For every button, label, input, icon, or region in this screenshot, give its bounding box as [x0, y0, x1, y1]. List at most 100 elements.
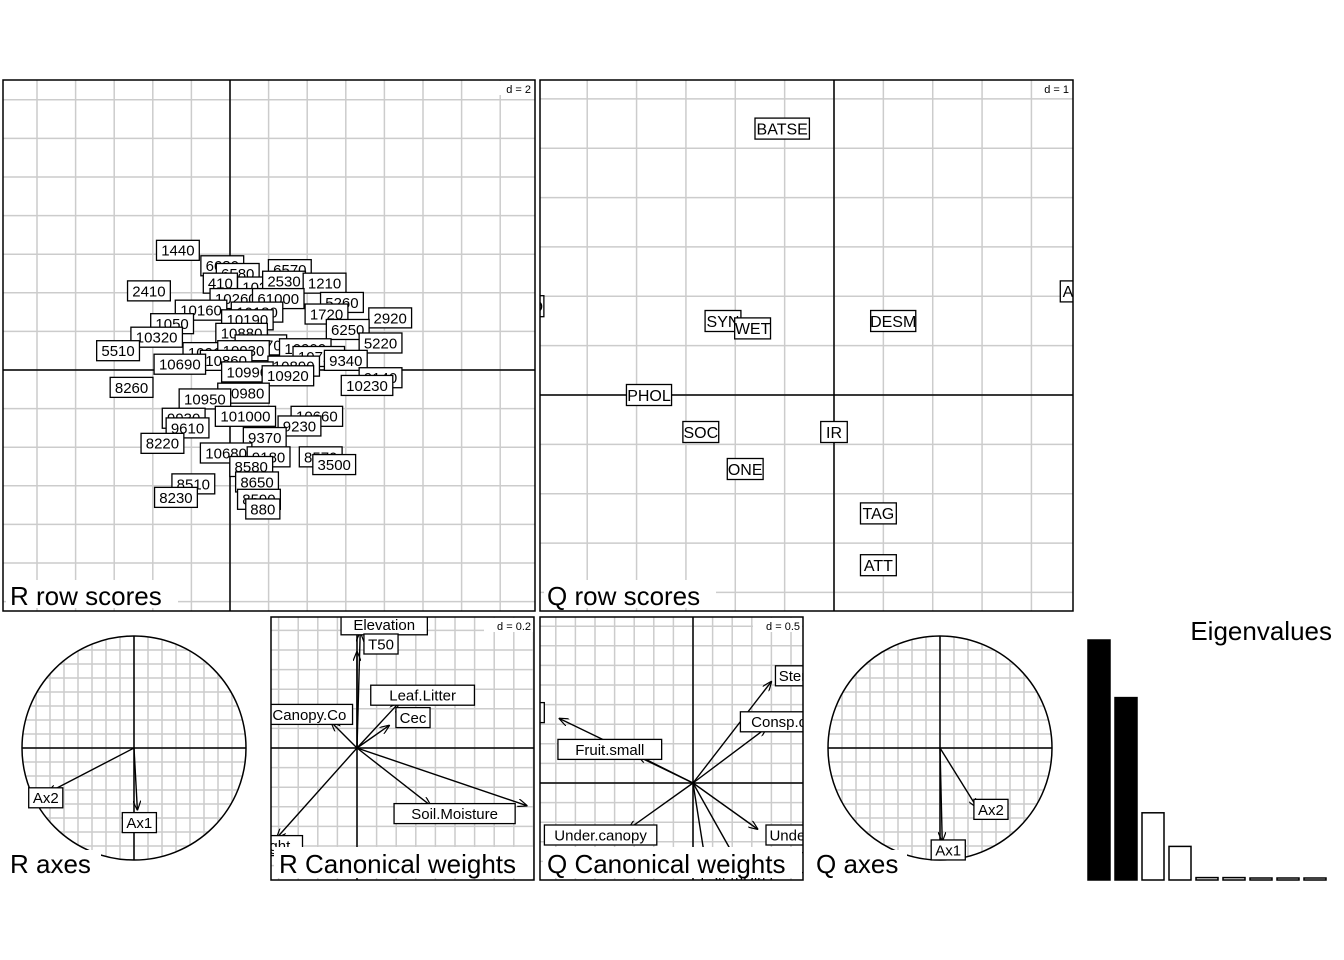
q-weight-label-Consp.conspi: Consp.conspi: [739, 711, 803, 733]
eigenvalue-bar-7: [1249, 877, 1273, 881]
r-weight-label-Cec: Cec: [395, 706, 431, 729]
eigenvalue-bar-3: [1141, 812, 1165, 881]
r-row-point-9340-box: [323, 349, 368, 372]
r-row-point-9370-text: 9370: [248, 430, 281, 447]
r-row-point-2920-box: [368, 307, 413, 329]
q-weight-label-.2: .2: [540, 701, 545, 724]
r-row-point-9230: 9230: [277, 415, 322, 437]
q-row-point-DESM-box: [869, 309, 917, 333]
q-row-point-AST-text: AST: [1063, 284, 1094, 301]
r-row-scores-frame: [2, 79, 536, 612]
r-row-point-10990: 10990: [220, 361, 274, 383]
r-weight-label-Soil.Moisture-text: Soil.Moisture: [411, 806, 498, 823]
q-row-point-PHOL-text: PHOL: [627, 388, 671, 405]
r-canonical-weights-grid: [271, 617, 534, 880]
r-row-point-3500-text: 3500: [318, 457, 351, 474]
q-row-point-DESM-text: DESM: [870, 314, 916, 331]
eigenvalue-bar-8: [1276, 877, 1300, 881]
q-weight-label-Under.canopy-text: Under.canopy: [554, 827, 647, 844]
q-weight-label-Fruit.small: Fruit.small: [557, 738, 663, 761]
r-weight-label-T50-box: [363, 633, 399, 655]
q-canonical-weights-title: Q Canonical weights: [547, 849, 785, 879]
r-row-point-10920-text: 10920: [267, 368, 309, 385]
q-row-point-PHOL-box: [625, 383, 673, 407]
q-row-point-ONE-text: ONE: [728, 462, 763, 479]
r-row-point-1440-text: 1440: [161, 243, 194, 260]
q-canonical-weights-frame: [539, 616, 804, 881]
r-canonical-weights-frame: [270, 616, 535, 881]
q-axes-label-Ax1-box: [930, 839, 966, 861]
r-row-scores-grid: [3, 80, 535, 611]
r-row-point-101000: 101000: [214, 405, 277, 427]
q-row-point-ONE-box: [726, 457, 764, 481]
r-row-scores-panel: 1440668065806570410102025301210241010260…: [2, 79, 536, 612]
q-row-point-TAG-text: TAG: [863, 506, 895, 523]
r-canonical-weights-panel: ElevationT50Leaf.LitterCecCanopy.CoSoil.…: [270, 616, 564, 881]
r-axes-label-Ax1-text: Ax1: [126, 815, 152, 832]
r-row-point-5220-box: [358, 332, 403, 354]
q-row-point-ATT-text: ATT: [864, 558, 893, 575]
q-axes-label-Ax1-text: Ax1: [935, 842, 961, 859]
q-weight-label-Unde-box: [765, 824, 803, 846]
r-row-point-2410-box: [126, 280, 171, 302]
r-row-point-6250-text: 6250: [331, 322, 364, 339]
r-row-point-8260: 8260: [109, 376, 154, 399]
r-row-scores-title: R row scores: [10, 581, 162, 611]
q-row-point-BATSE-text: BATSE: [757, 121, 808, 138]
eigenvalue-bar-9: [1303, 877, 1327, 881]
r-row-point-10320-box: [130, 326, 184, 348]
r-canonical-weights-vectors: ElevationT50Leaf.LitterCecCanopy.CoSoil.…: [271, 617, 564, 857]
r-weight-label-Leaf.Litter: Leaf.Litter: [370, 684, 476, 706]
eigenvalue-bar-5: [1195, 876, 1219, 881]
r-row-point-2410-text: 2410: [132, 283, 165, 300]
r-row-point-5510-box: [96, 340, 141, 362]
q-row-point-SOC-box: [682, 420, 720, 444]
r-row-point-2530-text: 2530: [267, 274, 300, 291]
r-row-point-8260-box: [109, 376, 154, 399]
r-axes-title-bg: [6, 850, 101, 878]
r-row-point-1210: 1210: [302, 272, 347, 294]
r-axes-label-Ax1-box: [121, 811, 158, 834]
q-row-point-PHOL: PHOL: [625, 383, 673, 407]
r-row-point-9370: 9370: [242, 426, 287, 449]
r-weight-label-Soil.Moisture-box: [393, 802, 516, 825]
q-row-point-SYN-text: SYN: [707, 314, 740, 331]
r-axes-label-Ax2-text: Ax2: [33, 790, 59, 807]
r-row-point-10230: 10230: [340, 374, 394, 397]
q-row-point-TAG: TAG: [859, 502, 897, 525]
r-axes-label-Ax2: Ax2: [28, 787, 64, 809]
r-weight-label-T1-text: T1: [542, 806, 560, 823]
r-axes-label-Ax2-box: [28, 787, 64, 809]
r-row-scores-labels: 1440668065806570410102025301210241010260…: [96, 239, 413, 520]
r-row-point-880-text: 880: [250, 501, 275, 518]
q-canonical-weights-d-label: d = 0.5: [766, 621, 800, 633]
q-row-point-ATT: ATT: [859, 554, 897, 577]
r-weight-label-T1-box: [538, 804, 563, 824]
q-row-point-IR-text: IR: [826, 425, 842, 442]
r-row-point-10690-box: [153, 353, 207, 375]
r-weight-label-Canopy.Co-text: Canopy.Co: [272, 707, 346, 724]
r-row-point-10980-text: 10980: [223, 386, 265, 403]
r-row-point-10920: 10920: [261, 365, 315, 387]
q-row-point-SOC: SOC: [682, 420, 720, 444]
q-weight-label-Fruit.small-box: [557, 738, 663, 761]
q-row-point-GO-text: GO: [518, 299, 543, 316]
eigenvalue-bar-4: [1168, 845, 1192, 881]
r-weight-label-Elevation: Elevation: [340, 617, 428, 636]
r-axes-arrow-Ax2: [48, 747, 135, 793]
r-row-point-10320-text: 10320: [136, 330, 178, 347]
q-row-point-GO: GO: [518, 295, 545, 318]
r-row-scores-title-bg: [6, 580, 178, 608]
r-row-point-10230-box: [340, 374, 394, 397]
r-row-scores-d-bg: [496, 81, 534, 95]
eigenvalues-bars: [1087, 639, 1327, 881]
r-row-point-1440-box: [155, 239, 200, 261]
r-weight-label-Leaf.Litter-text: Leaf.Litter: [389, 688, 456, 705]
q-row-scores-d-label: d = 1: [1044, 84, 1069, 96]
q-row-point-WET: WET: [734, 317, 772, 340]
q-row-scores-d-bg: [1034, 81, 1072, 95]
